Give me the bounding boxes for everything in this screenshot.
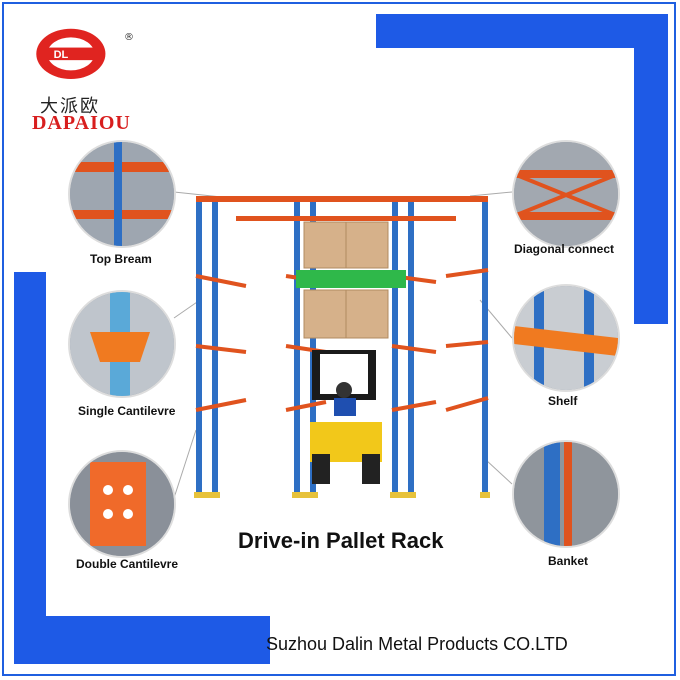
right-blue-band <box>634 14 668 324</box>
shelf-label: Shelf <box>548 394 578 408</box>
product-title: Drive-in Pallet Rack <box>238 528 444 553</box>
top-beam-label: Top Bream <box>90 252 152 266</box>
double-cantilevre-label: Double Cantilevre <box>76 557 179 571</box>
company-name: Suzhou Dalin Metal Products CO.LTD <box>266 634 568 654</box>
brand-english-name: DAPAIOU <box>32 112 131 134</box>
diagonal-connect-label: Diagonal connect <box>514 242 615 256</box>
registered-mark: ® <box>124 32 134 43</box>
drive-in-rack-illustration <box>194 196 490 498</box>
single-cantilevre-label: Single Cantilevre <box>78 404 176 418</box>
double-cantilevre-detail <box>68 450 176 558</box>
banket-detail <box>512 440 620 548</box>
shelf-detail <box>512 284 620 392</box>
top-beam-detail <box>68 140 176 248</box>
logo-mark-icon: DL <box>36 28 106 79</box>
brand-chinese-name: 大派欧 <box>40 96 100 117</box>
left-blue-band <box>14 272 46 664</box>
banket-label: Banket <box>548 554 589 568</box>
svg-text:DL: DL <box>54 49 69 61</box>
diagonal-connect-detail <box>512 140 620 248</box>
bottom-blue-band <box>14 616 270 664</box>
top-right-blue-band <box>376 14 668 48</box>
single-cantilevre-detail <box>68 290 176 398</box>
